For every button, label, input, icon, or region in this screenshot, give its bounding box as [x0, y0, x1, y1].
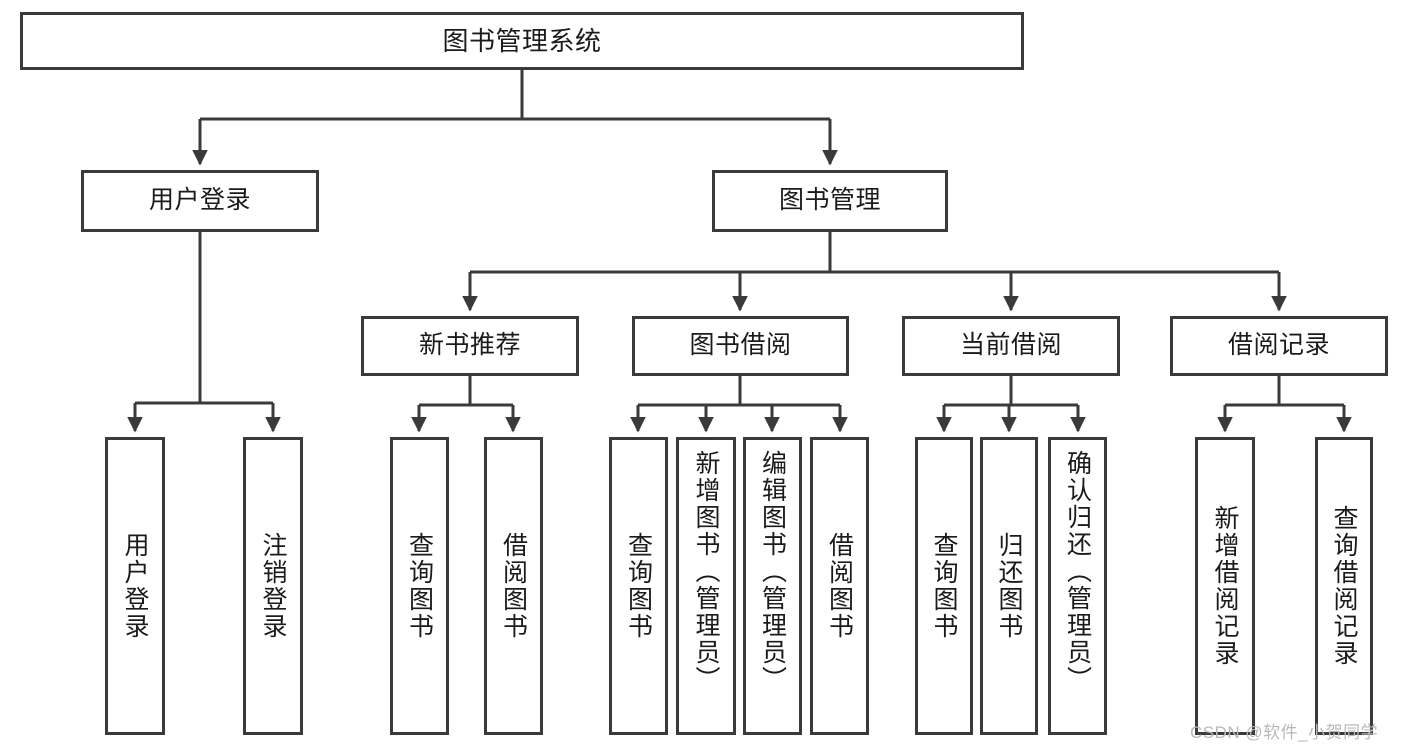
leaf-edit-book-admin[interactable]: 编辑图书（管理员） [743, 437, 802, 735]
leaf-logout[interactable]: 注销登录 [243, 437, 303, 735]
node-borrow-record-label: 借阅记录 [1227, 331, 1330, 360]
leaf-add-borrow-record-label: 新增借阅记录 [1211, 505, 1239, 667]
leaf-return-book[interactable]: 归还图书 [980, 437, 1038, 735]
leaf-user-login[interactable]: 用户登录 [105, 437, 165, 735]
node-new-book-recommend-label: 新书推荐 [418, 331, 521, 360]
node-book-borrow[interactable]: 图书借阅 [632, 316, 849, 376]
node-root[interactable]: 图书管理系统 [20, 12, 1024, 70]
leaf-add-book-admin-label: 新增图书（管理员） [692, 450, 720, 693]
leaf-return-book-label: 归还图书 [995, 532, 1023, 640]
leaf-edit-book-admin-label: 编辑图书（管理员） [758, 450, 787, 693]
leaf-query-book-nbr-label: 查询图书 [405, 532, 434, 640]
leaf-logout-label: 注销登录 [259, 532, 287, 640]
leaf-user-login-label: 用户登录 [121, 532, 149, 640]
node-user-login[interactable]: 用户登录 [81, 170, 319, 232]
leaf-query-book-cb-label: 查询图书 [930, 532, 958, 640]
leaf-add-borrow-record[interactable]: 新增借阅记录 [1195, 437, 1255, 735]
node-new-book-recommend[interactable]: 新书推荐 [361, 316, 579, 376]
leaf-borrow-book-bb[interactable]: 借阅图书 [810, 437, 869, 735]
node-current-borrow[interactable]: 当前借阅 [902, 316, 1120, 376]
watermark: CSDN @软件_小贺同学 [1190, 723, 1379, 742]
node-current-borrow-label: 当前借阅 [959, 331, 1062, 360]
leaf-borrow-book-nbr-label: 借阅图书 [499, 532, 528, 640]
node-borrow-record[interactable]: 借阅记录 [1170, 316, 1388, 376]
node-user-login-label: 用户登录 [148, 186, 251, 215]
leaf-query-borrow-record[interactable]: 查询借阅记录 [1315, 437, 1373, 735]
node-book-management-label: 图书管理 [778, 186, 881, 215]
leaf-query-book-nbr[interactable]: 查询图书 [390, 437, 449, 735]
node-book-management[interactable]: 图书管理 [712, 170, 948, 232]
node-root-label: 图书管理系统 [442, 25, 602, 56]
leaf-confirm-return-admin-label: 确认归还（管理员） [1063, 450, 1092, 693]
leaf-borrow-book-bb-label: 借阅图书 [825, 532, 854, 640]
leaf-add-book-admin[interactable]: 新增图书（管理员） [676, 437, 736, 735]
leaf-confirm-return-admin[interactable]: 确认归还（管理员） [1048, 437, 1107, 735]
leaf-query-book-cb[interactable]: 查询图书 [915, 437, 973, 735]
leaf-query-book-bb-label: 查询图书 [624, 532, 653, 640]
node-book-borrow-label: 图书借阅 [689, 331, 792, 360]
leaf-borrow-book-nbr[interactable]: 借阅图书 [484, 437, 543, 735]
leaf-query-borrow-record-label: 查询借阅记录 [1330, 505, 1358, 667]
leaf-query-book-bb[interactable]: 查询图书 [609, 437, 668, 735]
